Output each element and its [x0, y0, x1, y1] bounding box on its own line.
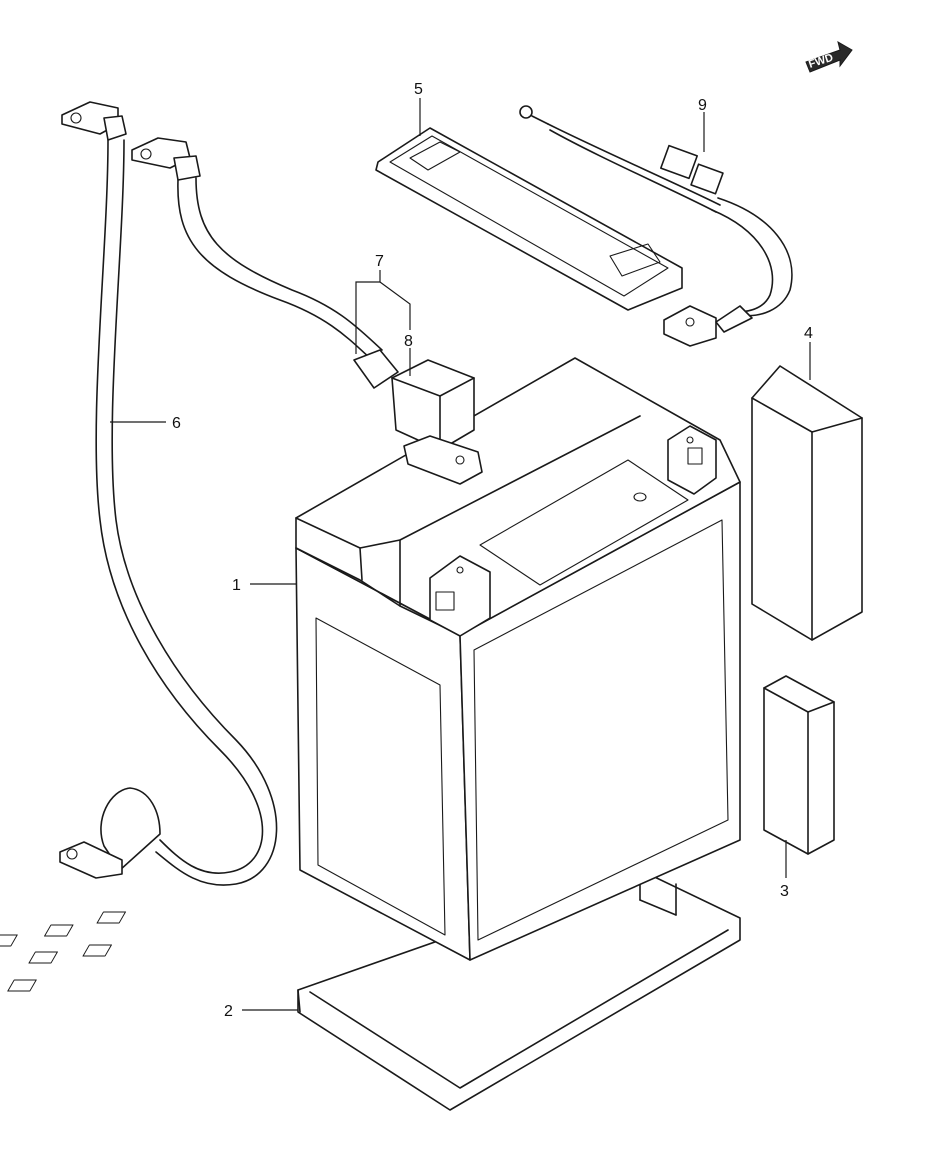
leader-lines	[110, 98, 811, 1011]
box-part-3	[763, 675, 835, 855]
callout-1: 1	[232, 577, 241, 594]
battery-tray	[0, 869, 741, 1111]
callout-6: 6	[172, 415, 181, 432]
callout-2: 2	[224, 1003, 233, 1020]
callout-9: 9	[698, 97, 707, 114]
callout-7: 7	[375, 253, 384, 270]
battery	[295, 357, 741, 961]
battery-band	[375, 127, 683, 311]
callout-3: 3	[780, 883, 789, 900]
callout-4: 4	[804, 325, 813, 342]
box-part-4	[751, 365, 863, 641]
harness-part-9	[519, 105, 793, 347]
cable-part-6	[59, 101, 278, 886]
fwd-arrow-icon: FWD	[805, 40, 853, 73]
cable-part-8	[131, 137, 483, 485]
callout-5: 5	[414, 81, 423, 98]
callout-8: 8	[404, 333, 413, 350]
